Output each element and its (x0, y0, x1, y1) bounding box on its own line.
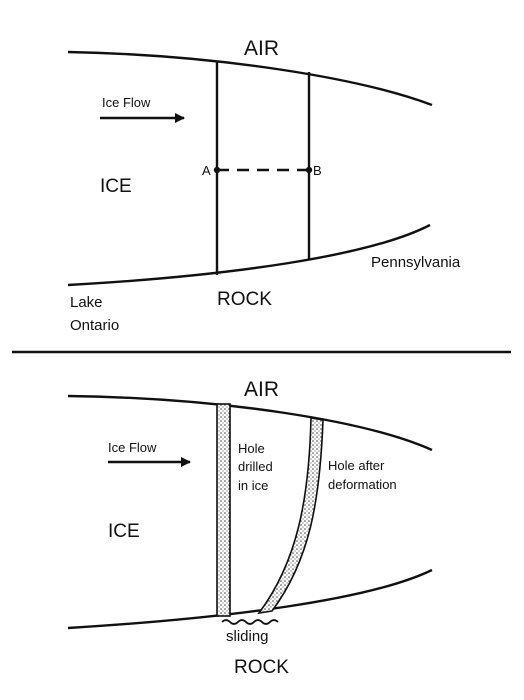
bottom-air-ice-boundary (67, 394, 433, 452)
top-rock-label: ROCK (217, 289, 272, 310)
drilled-hole-band (216, 403, 231, 617)
top-air-ice-boundary (67, 50, 433, 107)
top-ice-flow-label: Ice Flow (102, 95, 151, 110)
deformed-hole-band (257, 417, 324, 615)
bottom-rock-label: ROCK (234, 657, 289, 678)
point-b-label: B (313, 163, 322, 178)
point-a-dot (213, 166, 221, 174)
top-ice-rock-boundary (67, 223, 431, 287)
point-a-label: A (202, 163, 211, 178)
top-panel: AIR Ice Flow ICE A B Pennsylvania ROCK L… (67, 37, 461, 334)
lake-label-line2: Ontario (70, 317, 119, 334)
bottom-ice-flow-label: Ice Flow (108, 440, 157, 455)
top-ice-label: ICE (100, 176, 132, 197)
point-b-dot (305, 166, 313, 174)
bottom-air-label: AIR (244, 378, 279, 401)
hole-after-line2: deformation (328, 477, 397, 492)
bottom-panel: AIR Ice Flow ICE Hole drilled in ice Hol… (67, 378, 433, 678)
bottom-ice-label: ICE (108, 521, 140, 542)
bottom-ice-rock-boundary (67, 568, 433, 630)
hole-drilled-line1: Hole (238, 441, 265, 456)
pennsylvania-label: Pennsylvania (371, 254, 461, 271)
hole-drilled-line2: drilled (238, 459, 273, 474)
sliding-wavy-line (221, 619, 279, 625)
top-air-label: AIR (244, 37, 279, 60)
hole-after-line1: Hole after (328, 458, 385, 473)
hole-drilled-line3: in ice (238, 478, 268, 493)
sliding-label: sliding (226, 628, 269, 645)
lake-label-line1: Lake (70, 294, 103, 311)
